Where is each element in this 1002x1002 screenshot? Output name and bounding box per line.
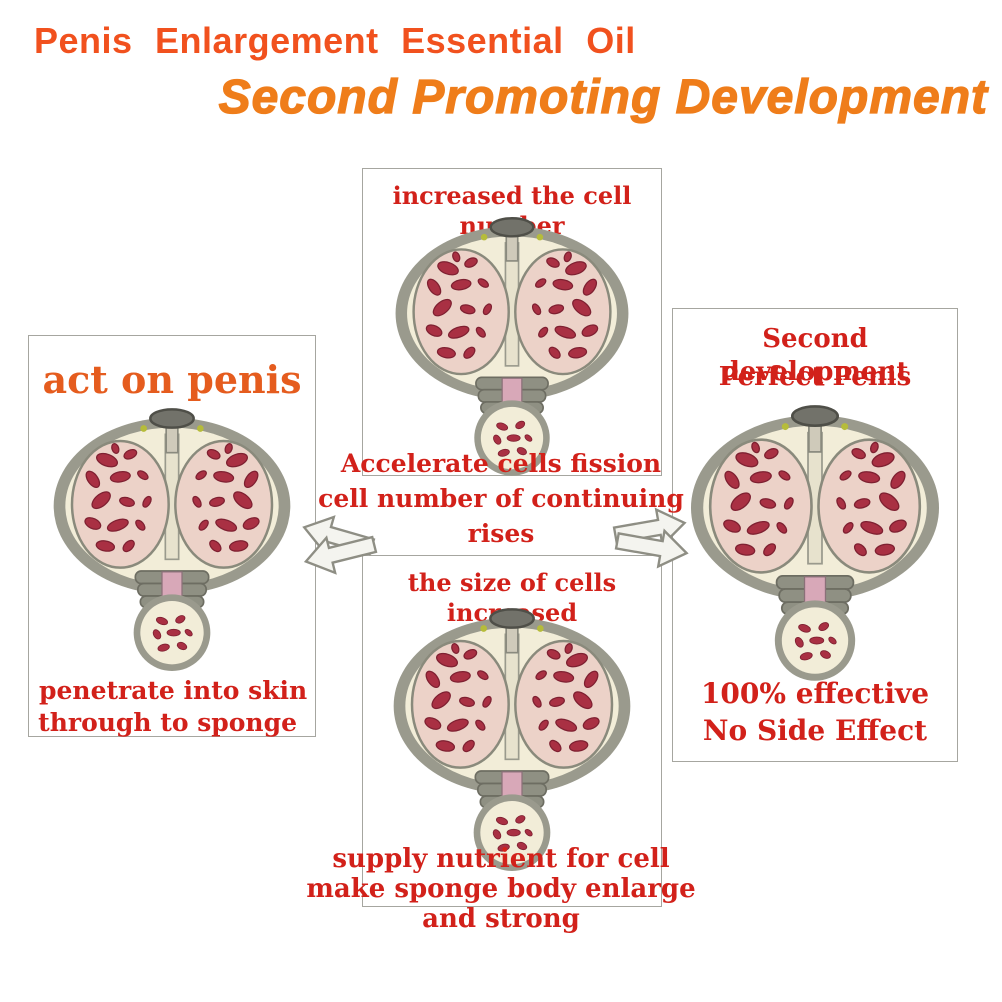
center-text-line1: Accelerate cells fission (340, 449, 662, 478)
page-title: Penis Enlargement Essential Oil (34, 20, 636, 61)
anatomy-cross-section-illustration (387, 606, 637, 874)
right-panel-caption-line1: 100% effective (700, 677, 930, 711)
right-panel-title-line1: Second development (721, 324, 909, 387)
left-panel-caption-line1: penetrate into skin (39, 676, 308, 705)
left-panel-title: act on penis (42, 357, 302, 402)
block-arrow-left-icon (303, 535, 378, 575)
bottom-caption-line1: supply nutrient for cell (332, 844, 670, 874)
right-panel-caption-line2: No Side Effect (702, 713, 928, 747)
right-panel-title-line2: Perfect Penis (718, 362, 912, 392)
block-arrow-right-icon (614, 528, 689, 569)
anatomy-cross-section-illustration (684, 403, 946, 684)
bottom-caption-line2: make sponge body enlarge and strong (306, 873, 696, 934)
panel-size-of-cells: the size of cells increased (362, 555, 662, 907)
center-text: Accelerate cells fission cell number of … (301, 446, 701, 551)
center-text-line2: cell number of continuing rises (318, 484, 684, 548)
anatomy-cross-section-illustration (47, 406, 297, 674)
right-panel-caption: 100% effective No Side Effect (673, 676, 957, 749)
bottom-caption: supply nutrient for cell make sponge bod… (281, 844, 721, 935)
panel-second-development: Second development Perfect Penis 100% ef… (672, 308, 958, 762)
page-subtitle: Second Promoting Development (218, 70, 988, 124)
anatomy-cross-section-illustration (389, 215, 635, 479)
panel-act-on-penis: act on penis penetrate into skin through… (28, 335, 316, 737)
left-panel-caption-line2: through to sponge (38, 708, 297, 737)
panel-increased-cell-number: increased the cell number (362, 168, 662, 476)
